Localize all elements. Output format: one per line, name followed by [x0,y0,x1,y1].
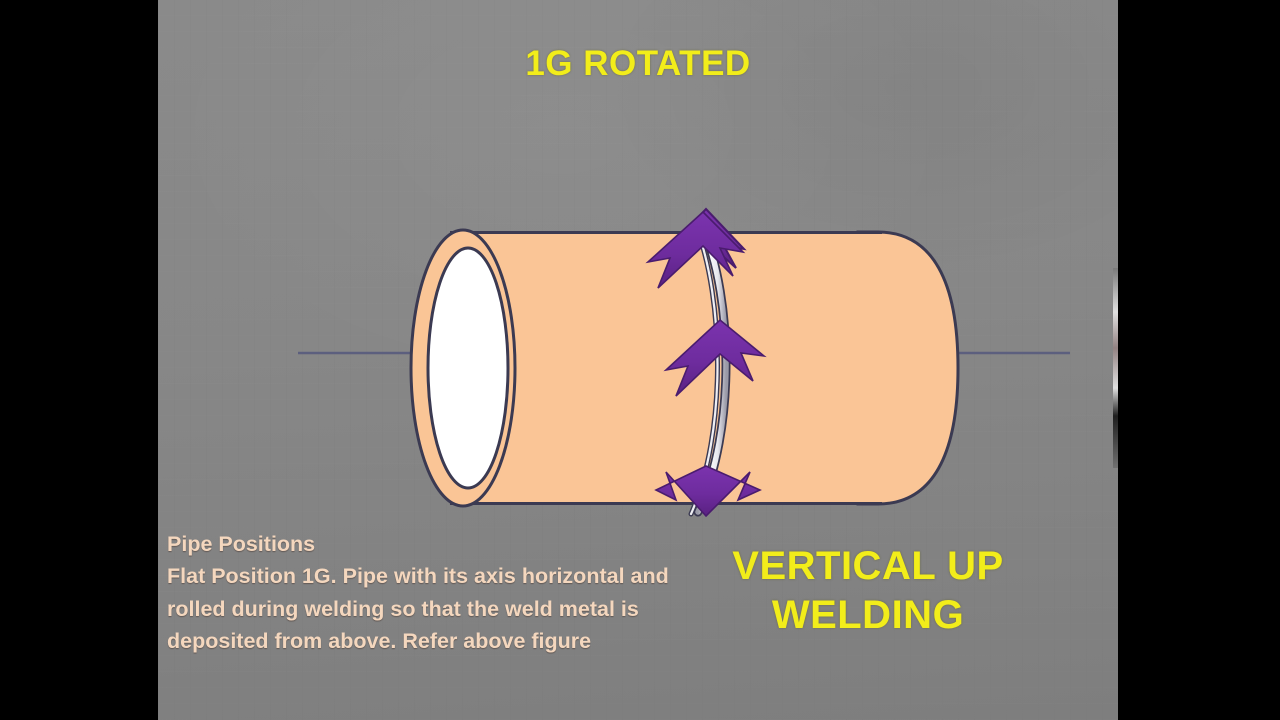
weld-direction-arrow-bottom [654,465,762,518]
video-content-frame: 1G ROTATED VERTICAL UP WELDING Pipe Posi… [158,0,1118,720]
welding-direction-label: VERTICAL UP WELDING [158,542,1118,640]
pipe-cylinder [409,228,960,508]
letterbox-bar-right [1118,0,1280,720]
frame-edge-artifact [1113,268,1118,468]
welding-direction-label-line2: WELDING [771,592,965,637]
page-title: 1G ROTATED [525,44,751,83]
letterbox-bar-left [0,0,158,720]
caption-body: Flat Position 1G. Pipe with its axis hor… [167,564,669,653]
caption-heading: Pipe Positions [167,532,316,556]
welding-direction-label-line1: VERTICAL UP [732,544,1004,588]
weld-direction-arrow-top [645,207,747,289]
pipe-illustration [298,207,1070,518]
weld-direction-arrow-middle [663,318,767,397]
caption-block: Pipe Positions Flat Position 1G. Pipe wi… [167,528,697,657]
